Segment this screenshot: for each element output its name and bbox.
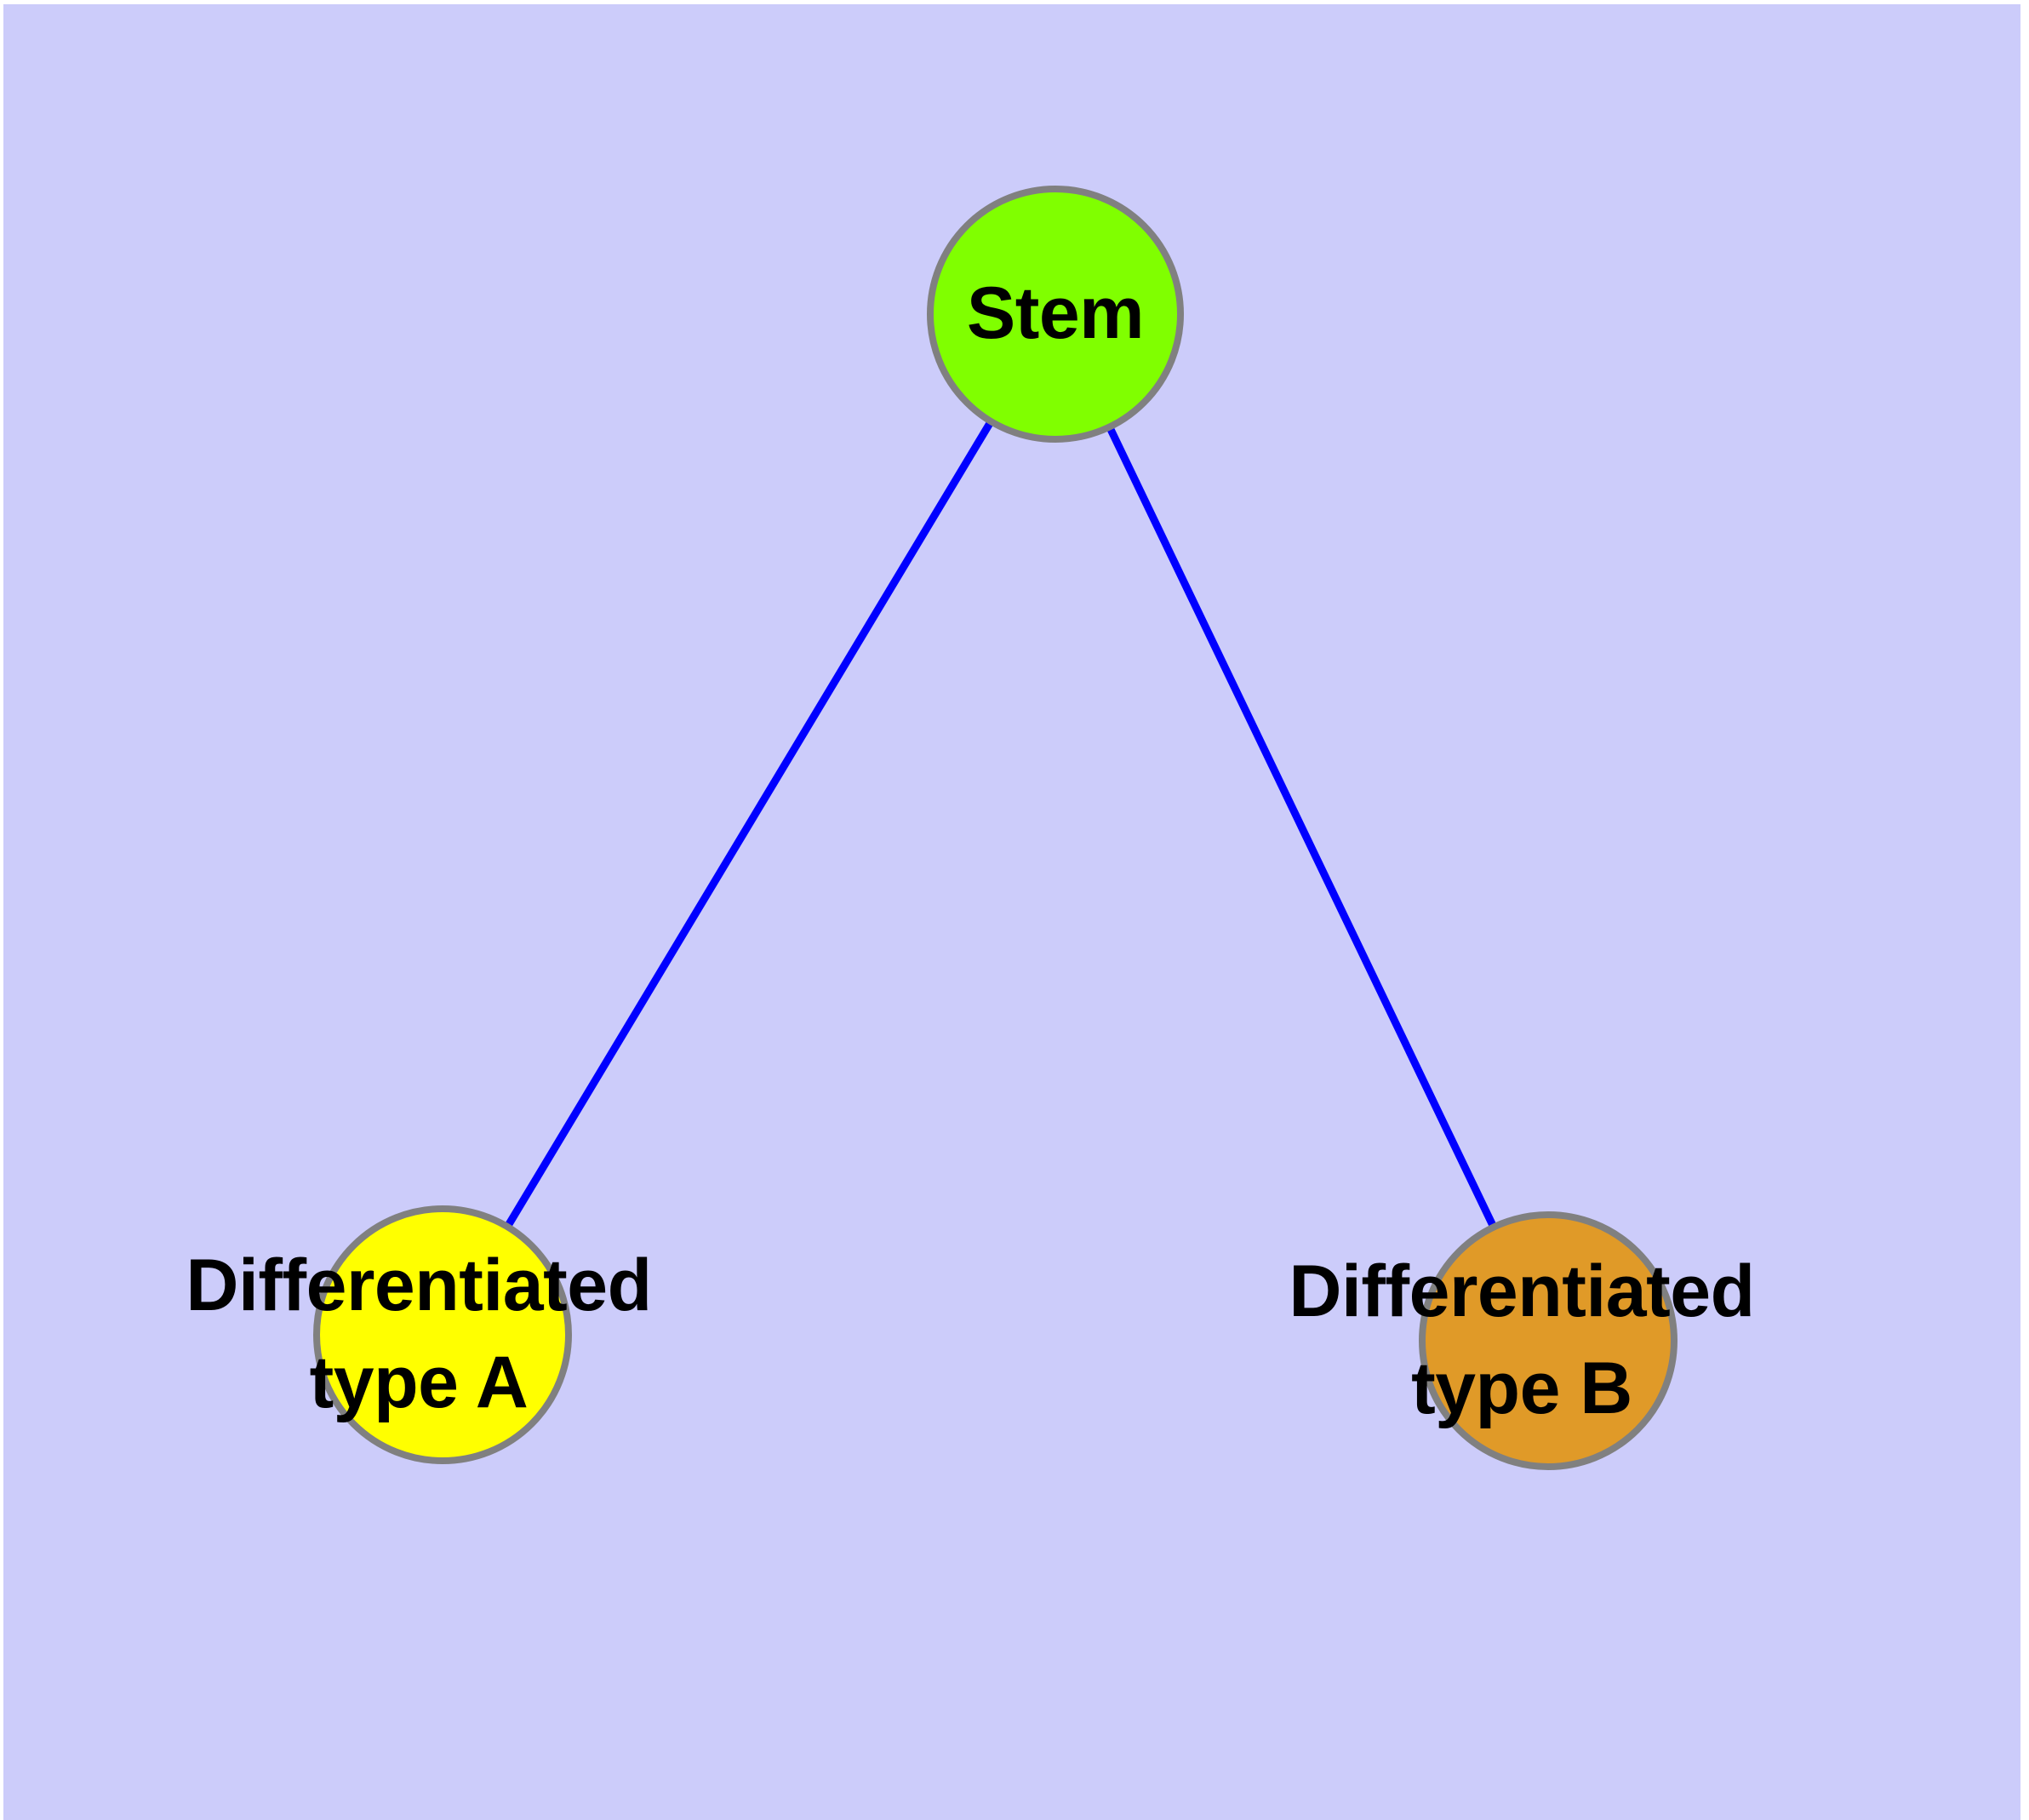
graph-node-stem[interactable] <box>927 186 1184 443</box>
graph-node-label-diff_a: Differentiated type A <box>186 1245 652 1423</box>
graph-node-label-diff_b: Differentiated type B <box>1289 1251 1755 1429</box>
graph-node-diff_b[interactable] <box>1419 1211 1677 1470</box>
graph-node-diff_a[interactable] <box>313 1205 572 1464</box>
graph-node-label-stem: Stem <box>966 272 1145 355</box>
